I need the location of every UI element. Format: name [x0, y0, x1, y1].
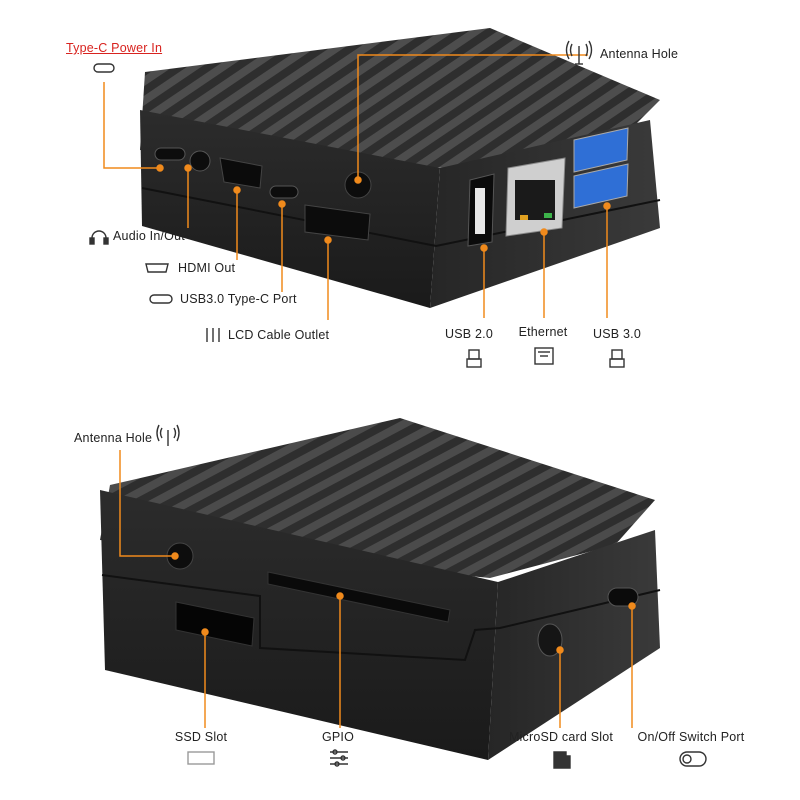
cable-icon — [206, 328, 220, 342]
top-case-fins — [140, 28, 660, 170]
antenna-icon — [156, 424, 180, 446]
top-case-front — [140, 110, 440, 308]
port-usb3-lower — [573, 163, 629, 209]
usb-c-icon — [93, 63, 115, 73]
port-hdmi — [219, 157, 263, 189]
usb-c-port-icon — [149, 294, 173, 304]
label-antenna-hole-top: Antenna Hole — [600, 47, 679, 61]
label-lcd-cable: LCD Cable Outlet — [228, 328, 330, 342]
label-switch-port: On/Off Switch Port — [637, 730, 745, 744]
label-ethernet: Ethernet — [518, 325, 568, 339]
top-case — [140, 28, 661, 308]
label-hdmi: HDMI Out — [178, 261, 236, 275]
switch-port — [607, 587, 639, 607]
bottom-case — [100, 418, 661, 760]
label-audio: Audio In/Out — [113, 229, 185, 243]
label-type-c-power: Type-C Power In — [66, 41, 163, 55]
bottom-leader-lines — [119, 450, 636, 728]
label-microsd: MicroSD card Slot — [508, 730, 614, 744]
label-usb-c-port: USB3.0 Type-C Port — [180, 292, 297, 306]
antenna-icon — [565, 40, 593, 65]
port-usb-c — [269, 185, 299, 199]
usb-icon — [466, 349, 482, 368]
ssd-icon — [187, 751, 215, 765]
lcd-cable-outlet — [304, 204, 371, 241]
toggle-icon — [679, 751, 707, 767]
ssd-slot — [175, 601, 255, 647]
label-gpio: GPIO — [321, 730, 355, 744]
hdmi-icon — [145, 263, 169, 273]
ethernet-icon — [534, 347, 554, 365]
headphone-icon — [89, 230, 109, 245]
microsd-icon — [553, 751, 571, 769]
port-audio — [189, 150, 211, 172]
label-antenna-hole-bottom: Antenna Hole — [74, 431, 153, 445]
gpio-icon — [330, 749, 348, 767]
label-usb3: USB 3.0 — [593, 327, 641, 341]
bottom-case-front — [100, 490, 498, 760]
top-leader-lines — [103, 54, 611, 320]
label-ssd-slot: SSD Slot — [174, 730, 228, 744]
microsd-slot — [537, 623, 563, 657]
label-usb2: USB 2.0 — [445, 327, 493, 341]
usb-icon — [609, 349, 625, 368]
port-type-c-power — [154, 147, 186, 161]
port-usb3-upper — [573, 127, 629, 173]
gpio-slot — [267, 571, 451, 623]
